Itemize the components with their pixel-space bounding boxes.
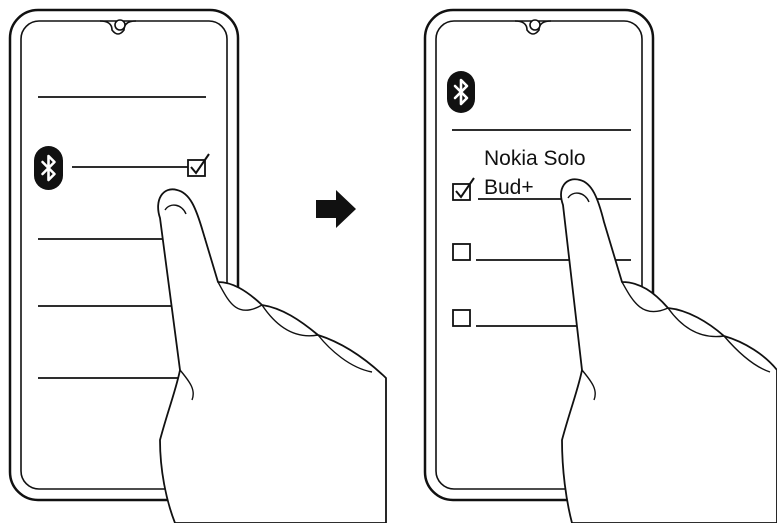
device-name-label[interactable]: Nokia Solo Bud+ — [484, 144, 634, 202]
phone-after — [423, 8, 777, 523]
device-name-line1: Nokia Solo — [484, 147, 586, 170]
front-camera — [529, 19, 541, 31]
device-row-checked[interactable] — [452, 177, 631, 201]
bluetooth-icon — [34, 146, 63, 190]
checkbox-checked-icon[interactable] — [187, 153, 210, 177]
checkbox-checked-icon[interactable] — [452, 183, 471, 201]
bluetooth-icon — [447, 71, 475, 113]
device-name-line2: Bud+ — [484, 176, 534, 199]
device-row-unchecked[interactable] — [452, 243, 631, 261]
hand-pointer — [157, 188, 387, 523]
checkbox-empty-icon[interactable] — [452, 309, 471, 327]
front-camera — [114, 19, 126, 31]
hand-pointer — [560, 178, 777, 523]
checkbox-empty-icon[interactable] — [452, 243, 471, 261]
phone-before — [8, 8, 387, 523]
right-arrow-icon — [316, 190, 356, 228]
